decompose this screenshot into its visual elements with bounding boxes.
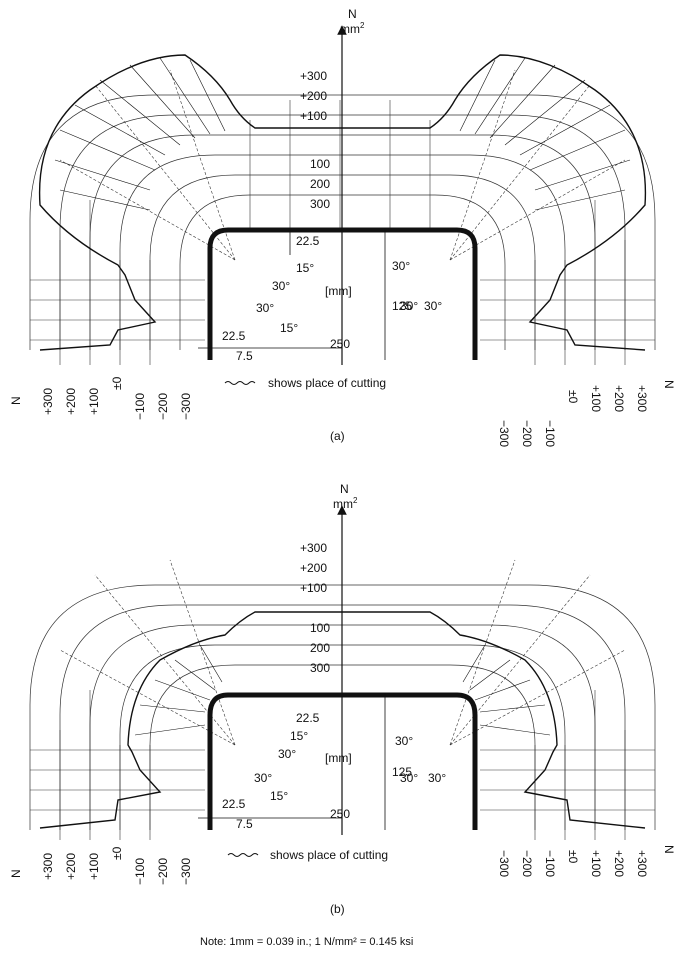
svg-text:+200: +200: [612, 850, 626, 877]
svg-text:15°: 15°: [280, 321, 298, 335]
svg-text:+200: +200: [64, 388, 78, 415]
conversion-note: Note: 1mm = 0.039 in.; 1 N/mm² = 0.145 k…: [200, 936, 413, 948]
svg-text:30°: 30°: [272, 279, 290, 293]
svg-text:±0: ±0: [566, 390, 580, 404]
svg-text:−100: −100: [133, 858, 147, 885]
svg-text:+100: +100: [589, 385, 603, 412]
svg-text:200: 200: [310, 641, 330, 655]
svg-text:15°: 15°: [296, 261, 314, 275]
vertical-grid: [59, 100, 626, 365]
svg-text:−100: −100: [133, 393, 147, 420]
legend-a: shows place of cutting: [224, 376, 386, 390]
svg-text:+100: +100: [300, 109, 327, 123]
svg-text:250: 250: [330, 337, 350, 351]
svg-text:[mm]: [mm]: [325, 284, 352, 298]
svg-text:125: 125: [392, 299, 412, 313]
svg-text:±0: ±0: [110, 846, 124, 860]
svg-text:22.5: 22.5: [296, 234, 320, 248]
svg-text:−300: −300: [497, 850, 511, 877]
svg-text:30°: 30°: [278, 747, 296, 761]
svg-text:+300: +300: [300, 69, 327, 83]
svg-text:15°: 15°: [270, 789, 288, 803]
svg-text:30°: 30°: [400, 299, 418, 313]
svg-text:+300: +300: [635, 850, 649, 877]
top-scale-a: +300 +200 +100 100 200 300: [300, 69, 330, 211]
svg-text:−100: −100: [543, 850, 557, 877]
svg-text:22.5: 22.5: [222, 797, 246, 811]
svg-text:30°: 30°: [254, 771, 272, 785]
svg-text:30°: 30°: [428, 771, 446, 785]
horizontal-grid-b: [30, 749, 655, 811]
svg-text:−200: −200: [156, 393, 170, 420]
svg-text:250: 250: [330, 807, 350, 821]
panel-b: N mm2 +300 +200 +100 100 200 300 22.5 22…: [9, 482, 676, 916]
svg-text:+300: +300: [41, 388, 55, 415]
right-scale-b: −300 −200 −100 ±0 +100 +200 +300 N: [497, 845, 676, 877]
left-scale-b: N +300 +200 +100 ±0 −100 −200 −300: [9, 846, 193, 885]
vertical-grid-b: [59, 690, 626, 840]
svg-text:300: 300: [310, 661, 330, 675]
caption-b: (b): [330, 902, 345, 916]
svg-text:N: N: [9, 396, 23, 405]
svg-text:+300: +300: [300, 541, 327, 555]
svg-text:100: 100: [310, 621, 330, 635]
svg-text:−200: −200: [520, 850, 534, 877]
horizontal-grid: [30, 279, 655, 341]
panel-a: N mm2 +300 +200 +100 100 200 300 22.5 22…: [9, 7, 676, 447]
svg-text:−100: −100: [543, 420, 557, 447]
svg-text:+200: +200: [612, 385, 626, 412]
svg-text:+100: +100: [589, 850, 603, 877]
svg-text:100: 100: [310, 157, 330, 171]
svg-text:+300: +300: [635, 385, 649, 412]
svg-text:300: 300: [310, 197, 330, 211]
dimensions-a: 22.5 22.5 7.5 250 125 [mm] 15° 30° 30° 1…: [198, 228, 442, 363]
svg-text:22.5: 22.5: [222, 329, 246, 343]
svg-text:7.5: 7.5: [236, 817, 253, 831]
svg-text:+300: +300: [41, 853, 55, 880]
svg-text:shows place of cutting: shows place of cutting: [270, 848, 388, 862]
svg-text:±0: ±0: [110, 376, 124, 390]
svg-text:+200: +200: [300, 561, 327, 575]
svg-text:mm2: mm2: [340, 21, 365, 36]
svg-text:+200: +200: [64, 853, 78, 880]
right-scale-a: −300 −200 −100 ±0 +100 +200 +300 N: [497, 380, 676, 447]
svg-text:−300: −300: [497, 420, 511, 447]
svg-text:30°: 30°: [424, 299, 442, 313]
svg-text:7.5: 7.5: [236, 349, 253, 363]
svg-text:−300: −300: [179, 393, 193, 420]
caption-a: (a): [330, 429, 345, 443]
top-scale-b: +300 +200 +100 100 200 300: [300, 541, 330, 675]
legend-b: shows place of cutting: [227, 848, 388, 862]
svg-text:N: N: [662, 380, 676, 389]
svg-text:+200: +200: [300, 89, 327, 103]
svg-text:15°: 15°: [290, 729, 308, 743]
svg-text:22.5: 22.5: [296, 711, 320, 725]
svg-text:[mm]: [mm]: [325, 751, 352, 765]
svg-text:−300: −300: [179, 858, 193, 885]
svg-text:125: 125: [392, 765, 412, 779]
svg-text:−200: −200: [156, 858, 170, 885]
svg-text:N: N: [9, 869, 23, 878]
svg-text:30°: 30°: [400, 771, 418, 785]
svg-text:+100: +100: [87, 853, 101, 880]
radial-lines: [59, 69, 626, 261]
svg-text:200: 200: [310, 177, 330, 191]
axis-unit-b: N: [340, 482, 349, 496]
left-scale-a: N +300 +200 +100 ±0 −100 −200 −300: [9, 376, 193, 420]
svg-text:mm2: mm2: [333, 496, 358, 511]
svg-text:30°: 30°: [392, 259, 410, 273]
svg-text:N: N: [662, 845, 676, 854]
svg-text:+100: +100: [300, 581, 327, 595]
svg-text:shows place of cutting: shows place of cutting: [268, 376, 386, 390]
svg-text:±0: ±0: [566, 850, 580, 864]
svg-text:30°: 30°: [395, 734, 413, 748]
svg-text:+100: +100: [87, 388, 101, 415]
svg-text:30°: 30°: [256, 301, 274, 315]
axis-unit-a: N: [348, 7, 357, 21]
svg-text:−200: −200: [520, 420, 534, 447]
dimensions-b: 22.5 22.5 7.5 250 125 [mm] 15° 30° 30° 1…: [198, 693, 446, 831]
